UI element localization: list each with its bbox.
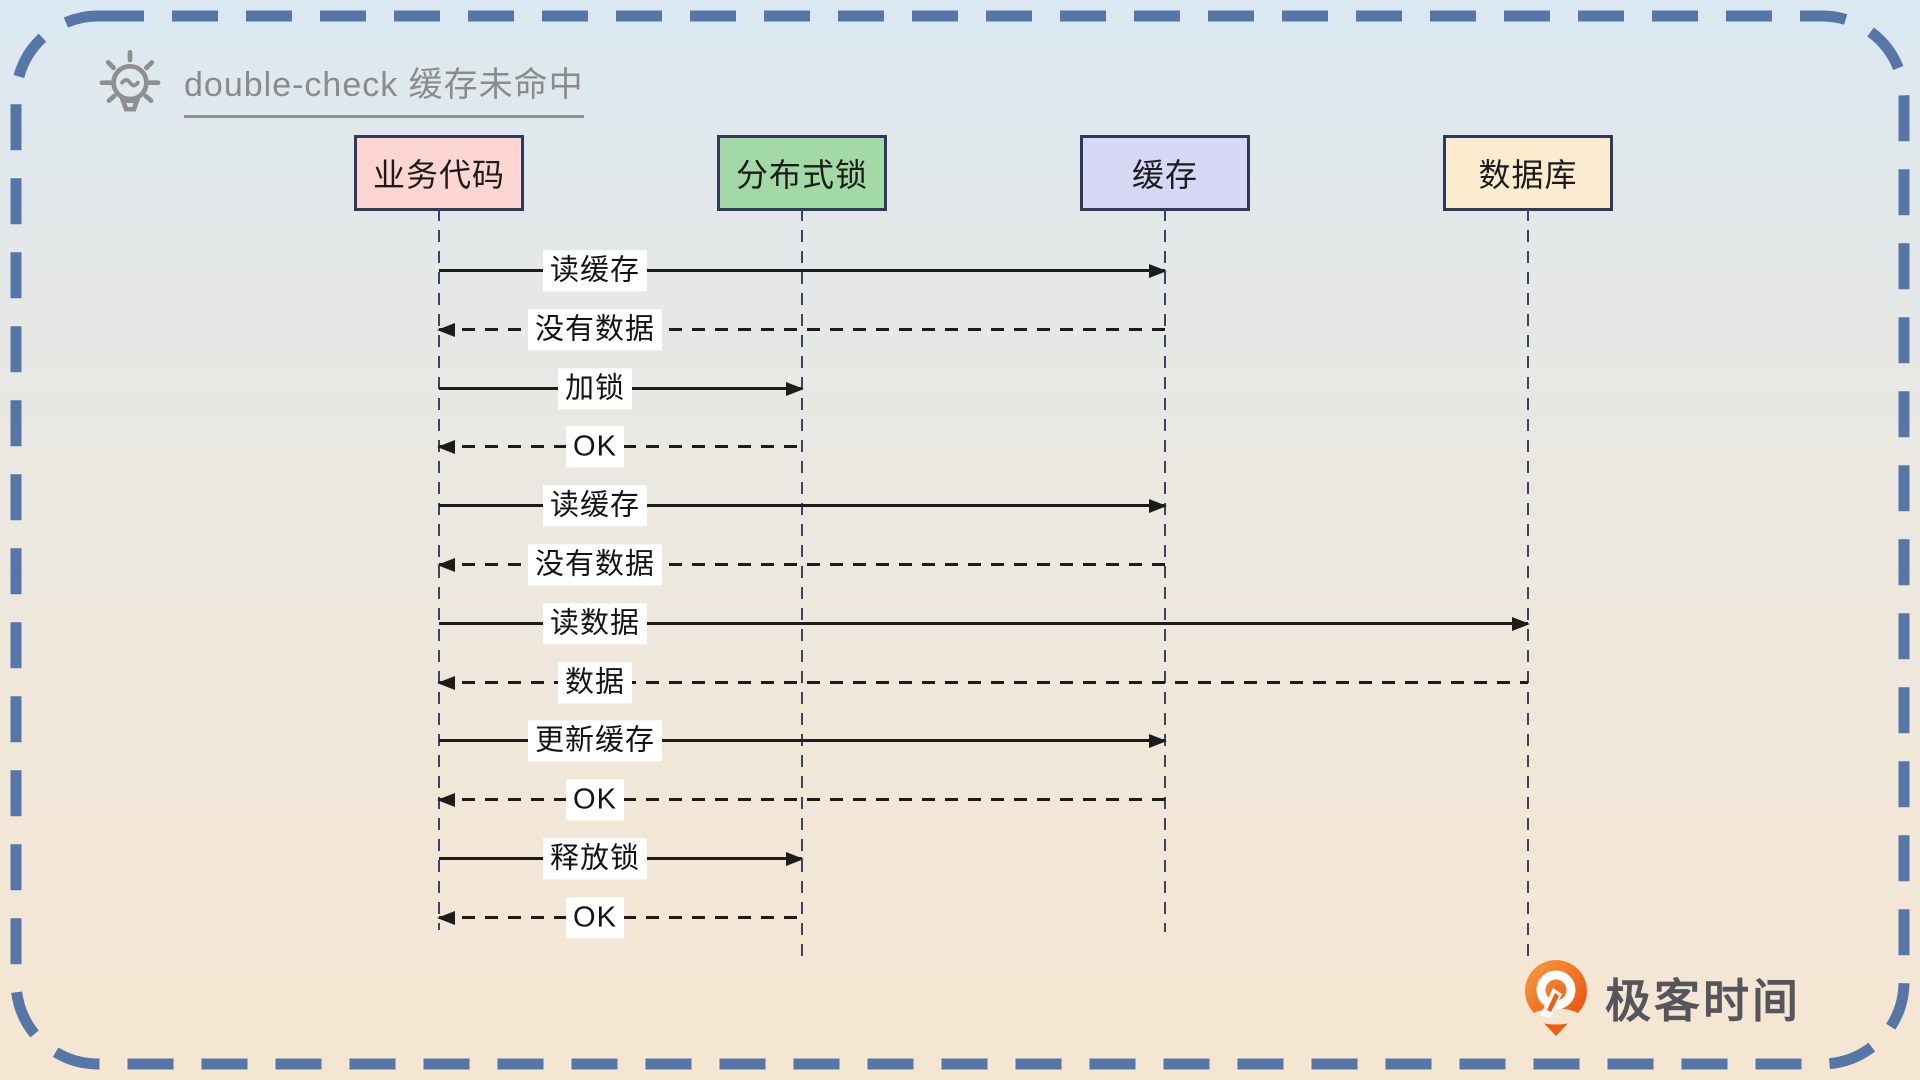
message-line-solid	[439, 504, 1165, 507]
arrowhead-icon	[437, 322, 455, 337]
message-db-to-business: 数据	[437, 662, 1528, 704]
participant-db: 数据库	[1443, 135, 1613, 211]
message-cache-to-business: 没有数据	[437, 309, 1165, 351]
message-business-to-lock: 加锁	[439, 368, 804, 410]
lightbulb-icon	[99, 49, 161, 112]
lifeline-lock	[801, 209, 803, 956]
message-line-solid	[439, 269, 1165, 272]
arrowhead-icon	[437, 557, 455, 572]
message-label: 数据	[557, 662, 633, 704]
message-line-dashed	[439, 563, 1165, 566]
arrowhead-icon	[437, 439, 455, 454]
message-line-solid	[439, 622, 1528, 625]
message-label: OK	[566, 426, 624, 468]
message-line-dashed	[439, 798, 1165, 801]
geektime-logo	[1525, 960, 1587, 1036]
diagram-title: double-check 缓存未命中	[184, 57, 584, 118]
participant-label: 数据库	[1478, 157, 1578, 193]
message-label: OK	[566, 779, 624, 821]
lifeline-cache	[1164, 209, 1166, 932]
message-lock-to-business: OK	[437, 426, 802, 468]
lifeline-db	[1527, 209, 1529, 958]
message-line-solid	[439, 739, 1165, 742]
message-line-dashed	[439, 328, 1165, 331]
message-business-to-cache: 读缓存	[439, 250, 1167, 292]
message-label: 读数据	[542, 603, 648, 645]
message-label: 加锁	[557, 368, 633, 410]
message-label: 更新缓存	[527, 720, 663, 762]
participant-label: 业务代码	[372, 157, 505, 193]
arrowhead-icon	[1149, 733, 1167, 748]
message-label: 释放锁	[542, 838, 648, 880]
participant-business: 业务代码	[354, 135, 524, 211]
message-business-to-lock: 释放锁	[439, 838, 804, 880]
arrowhead-icon	[1149, 263, 1167, 278]
message-label: 读缓存	[542, 485, 648, 527]
arrowhead-icon	[1512, 616, 1530, 631]
message-cache-to-business: OK	[437, 779, 1165, 821]
message-cache-to-business: 没有数据	[437, 544, 1165, 586]
message-lock-to-business: OK	[437, 897, 802, 939]
arrowhead-icon	[437, 910, 455, 925]
arrowhead-icon	[437, 675, 455, 690]
message-business-to-db: 读数据	[439, 603, 1530, 645]
participant-lock: 分布式锁	[717, 135, 887, 211]
brand-footer: 极客时间	[1520, 958, 1801, 1038]
message-label: 没有数据	[527, 544, 663, 586]
message-label: OK	[566, 897, 624, 939]
message-label: 没有数据	[527, 309, 663, 351]
participant-label: 分布式锁	[735, 157, 868, 193]
message-label: 读缓存	[542, 250, 648, 292]
arrowhead-icon	[786, 851, 804, 866]
arrowhead-icon	[786, 381, 804, 396]
message-business-to-cache: 更新缓存	[439, 720, 1167, 762]
arrowhead-icon	[437, 792, 455, 807]
participant-label: 缓存	[1131, 157, 1198, 193]
brand-name: 极客时间	[1605, 975, 1801, 1027]
participant-cache: 缓存	[1080, 135, 1250, 211]
diagram-header: double-check 缓存未命中	[90, 46, 584, 124]
message-line-dashed	[439, 681, 1528, 684]
message-business-to-cache: 读缓存	[439, 485, 1167, 527]
arrowhead-icon	[1149, 498, 1167, 513]
